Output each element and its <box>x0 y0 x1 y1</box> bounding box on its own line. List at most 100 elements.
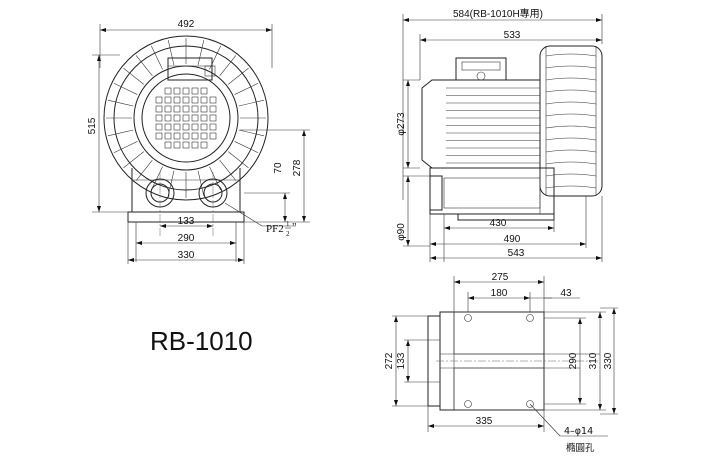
housing-rib <box>219 55 237 76</box>
housing-rib <box>107 99 134 107</box>
vent-hole <box>182 132 190 140</box>
dim-motor-diameter: φ273 <box>396 112 407 136</box>
housing-rib <box>167 39 175 66</box>
housing-rib <box>238 129 265 137</box>
vent-hole <box>173 132 181 140</box>
housing-rib <box>197 39 205 66</box>
front-view: 492 515 <box>87 19 310 264</box>
housing-rib <box>234 83 259 95</box>
model-label: RB-1010 <box>150 326 253 356</box>
dim-depth-133: 133 <box>396 352 407 369</box>
vent-hole <box>209 105 217 113</box>
vent-hole <box>209 123 217 131</box>
cage-bar <box>545 149 597 153</box>
vent-hole <box>155 105 163 113</box>
vent-hole <box>173 114 181 122</box>
vent-hole <box>191 96 199 104</box>
pipe-thread-suffix: " <box>292 221 297 233</box>
cage-bar <box>545 113 597 117</box>
housing-rib <box>135 160 153 181</box>
vent-hole <box>182 141 190 149</box>
vent-hole <box>209 96 217 104</box>
vent-hole <box>200 96 208 104</box>
dim-length-490: 490 <box>504 234 521 245</box>
housing-rib <box>219 160 237 181</box>
housing-rib <box>123 67 144 85</box>
housing-rib <box>238 99 265 107</box>
vent-hole <box>182 114 190 122</box>
base-view: 275 180 43 272 <box>384 272 618 454</box>
vent-hole <box>173 87 181 95</box>
holes-note: 4–φ14 <box>564 426 593 437</box>
vent-hole <box>200 123 208 131</box>
housing-rib <box>151 166 163 191</box>
vent-hole <box>164 96 172 104</box>
dim-depth-310: 310 <box>588 352 599 369</box>
cage-bar <box>545 53 597 57</box>
dim-outlet-center-height: 70 <box>273 162 284 174</box>
vent-hole <box>173 105 181 113</box>
dim-overall-width: 492 <box>178 19 195 30</box>
housing-rib <box>151 45 163 70</box>
pipe-thread-den: 2 <box>286 230 290 238</box>
pipe-thread-num: 1 <box>286 220 290 228</box>
vent-hole <box>182 123 190 131</box>
vent-hole <box>191 105 199 113</box>
housing-rib <box>123 151 144 169</box>
vent-hole <box>164 141 172 149</box>
vent-hole <box>200 87 208 95</box>
vent-hole <box>173 123 181 131</box>
vent-hole <box>200 105 208 113</box>
dim-outlet-diameter: φ90 <box>396 223 407 241</box>
cage-bar <box>545 185 597 189</box>
dim-offset-43: 43 <box>560 288 572 299</box>
dim-length-430: 430 <box>490 218 507 229</box>
vent-hole <box>164 114 172 122</box>
vent-hole <box>191 123 199 131</box>
vent-hole <box>164 123 172 131</box>
vent-hole <box>200 141 208 149</box>
vent-hole <box>191 132 199 140</box>
vent-hole <box>209 132 217 140</box>
vent-hole <box>155 114 163 122</box>
cage-bar <box>545 89 597 93</box>
housing-rib <box>113 83 138 95</box>
dim-length-543: 543 <box>508 248 525 259</box>
dim-base-width-inner: 290 <box>178 233 195 244</box>
dim-depth-272: 272 <box>384 352 395 369</box>
hole-type-note: 橢圓孔 <box>566 442 595 454</box>
housing-rib <box>197 170 205 197</box>
vent-hole <box>182 96 190 104</box>
vent-hole <box>200 114 208 122</box>
cage-bar <box>545 137 597 141</box>
housing-rib <box>209 45 221 70</box>
vent-hole <box>173 141 181 149</box>
cage-bar <box>545 77 597 81</box>
vent-hole <box>155 123 163 131</box>
vent-hole <box>182 87 190 95</box>
housing-rib <box>113 141 138 153</box>
vent-hole <box>191 141 199 149</box>
dim-width-275: 275 <box>492 272 509 283</box>
vent-hole <box>173 96 181 104</box>
dim-base-width-outer: 330 <box>178 250 195 261</box>
dim-depth-330: 330 <box>603 352 614 369</box>
cage-bar <box>545 101 597 105</box>
housing-rib <box>135 55 153 76</box>
side-view: 584(RB-1010H專用) 533 φ273 <box>396 7 603 262</box>
vent-hole <box>164 132 172 140</box>
vent-hole <box>155 96 163 104</box>
vent-hole <box>200 132 208 140</box>
dim-base-height: 278 <box>292 159 303 176</box>
dim-length-533: 533 <box>504 30 521 41</box>
cage-bar <box>545 161 597 165</box>
cage-bar <box>545 173 597 177</box>
housing-rib <box>228 67 249 85</box>
cage-bar <box>545 65 597 69</box>
dim-overall-length: 584(RB-1010H專用) <box>453 7 543 20</box>
vent-hole <box>191 114 199 122</box>
dim-overall-height: 515 <box>87 117 98 134</box>
housing-rib <box>228 151 249 169</box>
dim-length-335: 335 <box>476 416 493 427</box>
